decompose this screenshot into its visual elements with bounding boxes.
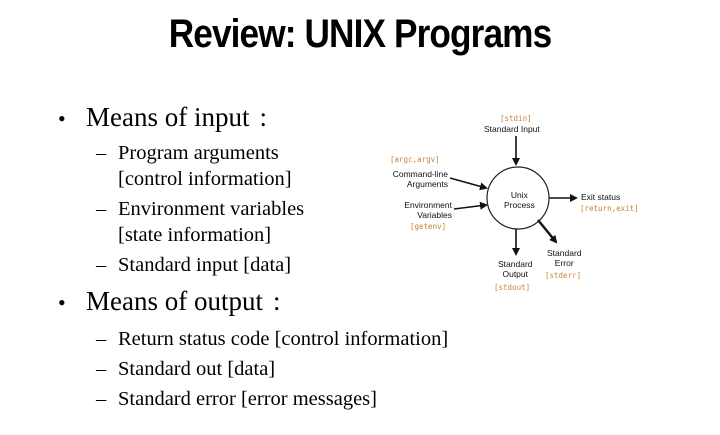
diagram-graphics: [449, 136, 578, 256]
bullet-heading: Means of input: [86, 102, 250, 132]
bullet-heading: Means of output: [86, 286, 263, 316]
dash-marker: –: [96, 198, 107, 220]
slide-title: Review: UNIX Programs: [168, 12, 552, 56]
sub-bullet-text: Program arguments: [118, 142, 279, 164]
sub-bullet-standard-input: – Standard input [data]: [96, 252, 528, 278]
stderr-code: [stderr]: [545, 271, 582, 280]
bullet-marker: •: [58, 106, 66, 131]
env-code: [getenv]: [410, 222, 447, 231]
process-label: Unix Process: [504, 190, 535, 210]
env-label: Environment Variables: [404, 200, 452, 220]
sub-bullet-text: Return status code [control information]: [118, 328, 449, 350]
dash-marker: –: [96, 388, 107, 410]
stdin-code: [stdin]: [500, 114, 532, 123]
sub-bullet-text: [control information]: [118, 168, 292, 190]
unix-process-diagram: Unix Process [stdin] Standard Input [arg…: [388, 108, 688, 298]
dash-marker: –: [96, 328, 107, 350]
bullet-means-of-output: • Means of output :: [58, 284, 528, 320]
stderr-arrow: [537, 219, 558, 244]
sub-bullet-text: [state information]: [118, 224, 272, 246]
sub-bullet-text: Standard out [data]: [118, 358, 276, 380]
bullet-colon: :: [272, 286, 281, 316]
stdin-label: Standard Input: [484, 124, 540, 134]
bullet-marker: •: [58, 290, 66, 315]
sub-bullet-program-arguments: – Program arguments [control information…: [96, 140, 528, 192]
stderr-label: Standard Error: [547, 248, 582, 268]
sub-bullet-standard-out: – Standard out [data]: [96, 356, 528, 382]
sub-bullet-environment-variables: – Environment variables [state informati…: [96, 196, 528, 248]
exit-code: [return,exit]: [580, 204, 639, 213]
bullet-colon: :: [259, 102, 267, 132]
stdout-label: Standard Output: [498, 259, 533, 279]
env-arrow: [453, 201, 488, 210]
dash-marker: –: [96, 142, 107, 164]
sub-bullet-text: Environment variables: [118, 198, 305, 220]
bullet-list: • Means of input : – Program arguments […: [58, 100, 528, 412]
sub-bullet-text: Standard input [data]: [118, 254, 292, 276]
args-code: [argc,argv]: [390, 155, 440, 164]
sub-bullet-return-status: – Return status code [control informatio…: [96, 326, 528, 352]
sub-bullet-text: Standard error [error messages]: [118, 388, 377, 410]
stdout-code: [stdout]: [494, 283, 531, 292]
args-label: Command-line Arguments: [392, 169, 448, 189]
dash-marker: –: [96, 358, 107, 380]
bullet-means-of-input: • Means of input :: [58, 100, 528, 136]
exit-label: Exit status: [581, 192, 621, 202]
dash-marker: –: [96, 254, 107, 276]
sub-bullet-standard-error: – Standard error [error messages]: [96, 386, 528, 412]
args-arrow: [449, 177, 488, 191]
